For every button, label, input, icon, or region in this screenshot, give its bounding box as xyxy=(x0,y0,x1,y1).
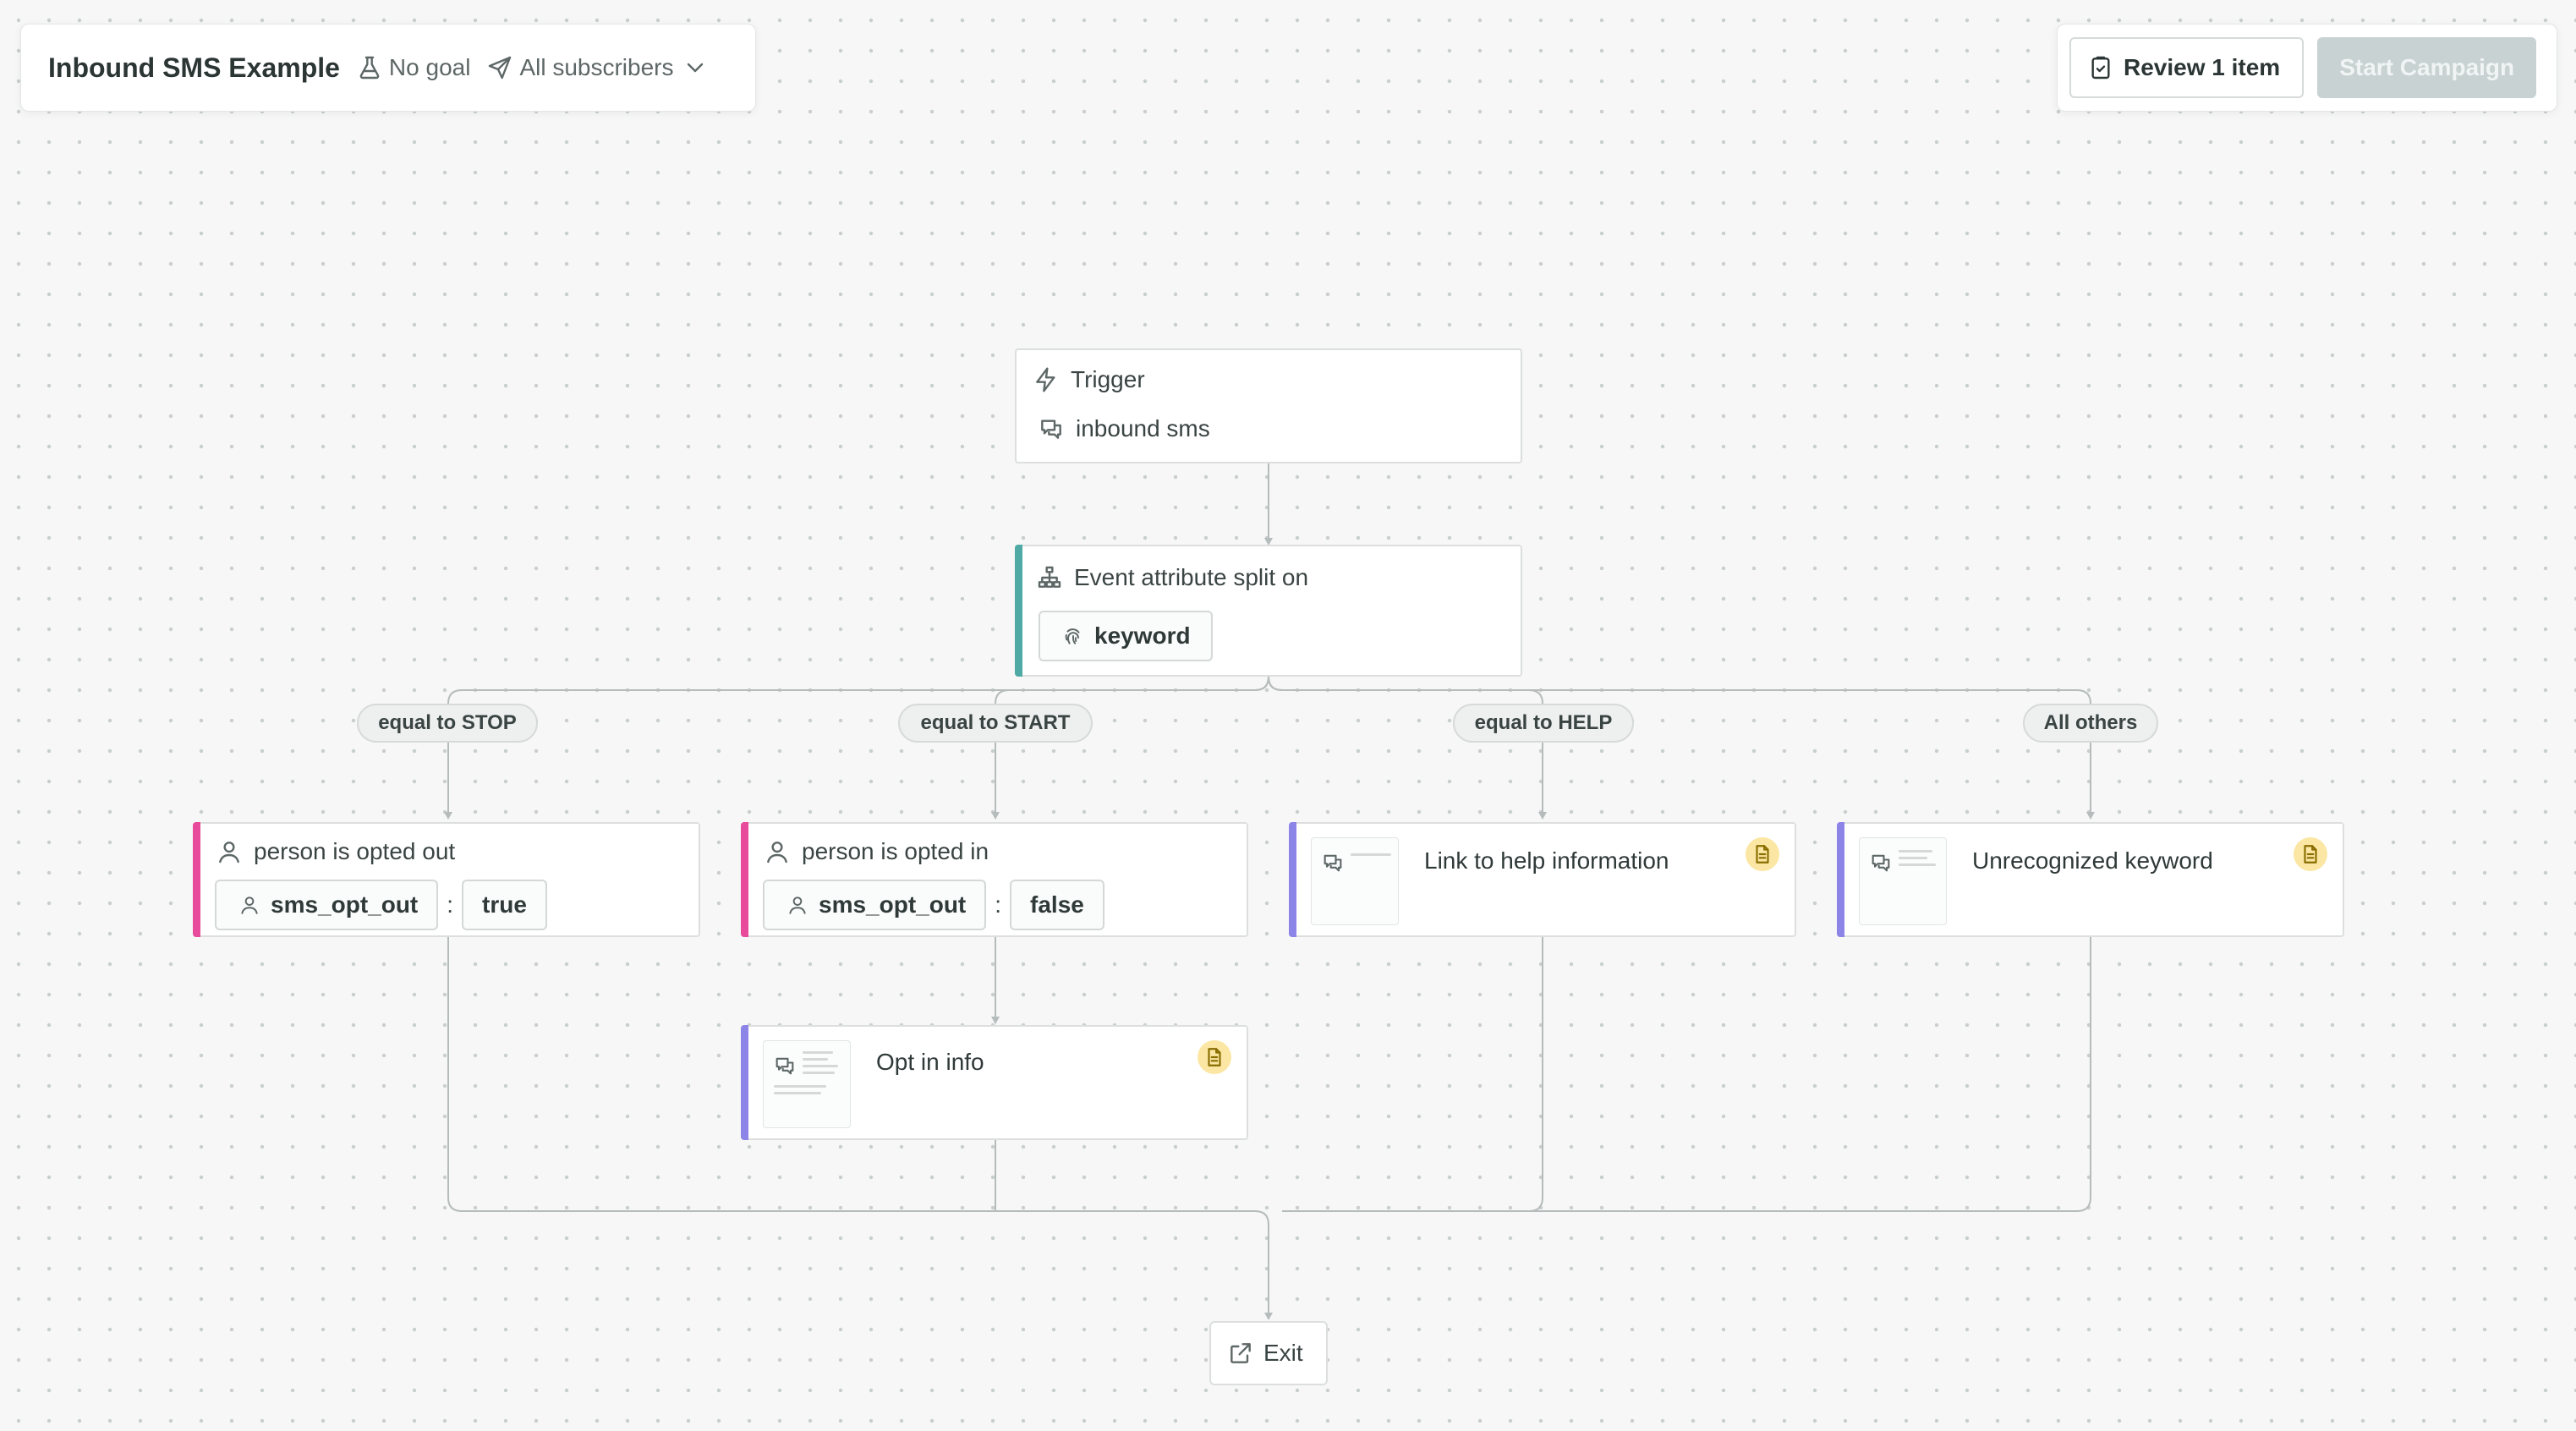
split-label: Event attribute split on xyxy=(1074,564,1309,590)
campaign-title[interactable]: Inbound SMS Example xyxy=(48,52,340,83)
message-preview-thumbnail xyxy=(1311,837,1399,925)
sms-icon xyxy=(770,1051,799,1080)
filter-attribute-label: sms_opt_out xyxy=(819,891,967,918)
send-icon xyxy=(485,53,514,82)
goal-selector[interactable]: No goal xyxy=(355,53,471,82)
start-campaign-button[interactable]: Start Campaign xyxy=(2317,37,2537,98)
person-icon xyxy=(235,891,264,919)
person-icon xyxy=(763,837,792,866)
lightning-icon xyxy=(1032,365,1061,394)
trigger-event: inbound sms xyxy=(1037,414,1210,443)
filter-separator: : xyxy=(447,891,454,918)
sms-message-unrecognized-node[interactable]: Unrecognized keyword xyxy=(1837,822,2344,937)
branch-help-label: equal to HELP xyxy=(1474,711,1613,734)
split-attribute-label: keyword xyxy=(1094,622,1191,649)
filter-value-chip: true xyxy=(462,880,547,930)
flask-icon xyxy=(355,53,384,82)
goal-label: No goal xyxy=(388,54,471,80)
split-attribute-chip: keyword xyxy=(1039,611,1213,661)
branch-start[interactable]: equal to START xyxy=(898,704,1093,743)
filter-attribute-chip: sms_opt_out xyxy=(763,880,987,930)
message-accent-bar xyxy=(1837,822,1844,937)
campaign-actions: Review 1 item Start Campaign xyxy=(2057,24,2557,112)
trigger-node[interactable]: Trigger inbound sms xyxy=(1015,348,1522,463)
branch-stop[interactable]: equal to STOP xyxy=(357,704,538,743)
sms-icon xyxy=(1318,848,1347,877)
message-title: Link to help information xyxy=(1424,847,1669,874)
branch-all-others-label: All others xyxy=(2043,711,2138,734)
exit-label: Exit xyxy=(1263,1340,1303,1366)
person-icon xyxy=(783,891,812,919)
trigger-label: Trigger xyxy=(1071,366,1145,392)
message-accent-bar xyxy=(741,1025,748,1140)
filter-value-label: true xyxy=(482,891,527,918)
filter-accent-bar xyxy=(741,822,748,937)
attribute-split-node[interactable]: Event attribute split on keyword xyxy=(1015,545,1522,677)
campaign-header: Inbound SMS Example No goal All subscrib… xyxy=(20,24,756,112)
person-icon xyxy=(215,837,244,866)
sms-message-optin-node[interactable]: Opt in info xyxy=(741,1025,1248,1140)
filter-attribute-chip: sms_opt_out xyxy=(215,880,439,930)
message-accent-bar xyxy=(1289,822,1296,937)
hierarchy-icon xyxy=(1035,563,1064,592)
chevron-down-icon xyxy=(681,53,710,82)
split-accent-bar xyxy=(1015,545,1022,677)
fingerprint-icon xyxy=(1059,622,1088,650)
filter-title: person is opted in xyxy=(802,838,989,864)
exit-node[interactable]: Exit xyxy=(1209,1321,1328,1385)
audience-label: All subscribers xyxy=(519,54,674,80)
document-icon xyxy=(1746,837,1779,871)
sms-icon xyxy=(1037,414,1066,443)
filter-opted-in-node[interactable]: person is opted in sms_opt_out : false xyxy=(741,822,1248,937)
clipboard-check-icon xyxy=(2086,53,2115,82)
document-icon xyxy=(2294,837,2327,871)
trigger-event-label: inbound sms xyxy=(1076,415,1210,441)
sms-message-help-node[interactable]: Link to help information xyxy=(1289,822,1796,937)
filter-separator: : xyxy=(995,891,1002,918)
branch-all-others[interactable]: All others xyxy=(2023,704,2158,743)
filter-attribute-label: sms_opt_out xyxy=(271,891,419,918)
message-preview-thumbnail xyxy=(763,1040,851,1128)
start-campaign-label: Start Campaign xyxy=(2339,54,2515,80)
message-title: Opt in info xyxy=(876,1049,984,1075)
message-preview-thumbnail xyxy=(1859,837,1947,925)
review-label: Review 1 item xyxy=(2124,54,2281,80)
filter-value-chip: false xyxy=(1010,880,1104,930)
filter-value-label: false xyxy=(1030,891,1084,918)
external-link-icon xyxy=(1226,1339,1255,1368)
filter-accent-bar xyxy=(193,822,200,937)
branch-start-label: equal to START xyxy=(920,711,1071,734)
document-icon xyxy=(1198,1040,1231,1074)
audience-selector[interactable]: All subscribers xyxy=(485,53,709,82)
filter-title: person is opted out xyxy=(254,838,456,864)
branch-stop-label: equal to STOP xyxy=(378,711,517,734)
sms-icon xyxy=(1866,848,1895,877)
branch-help[interactable]: equal to HELP xyxy=(1453,704,1634,743)
review-button[interactable]: Review 1 item xyxy=(2069,37,2305,98)
filter-opted-out-node[interactable]: person is opted out sms_opt_out : true xyxy=(193,822,700,937)
message-title: Unrecognized keyword xyxy=(1972,847,2213,874)
